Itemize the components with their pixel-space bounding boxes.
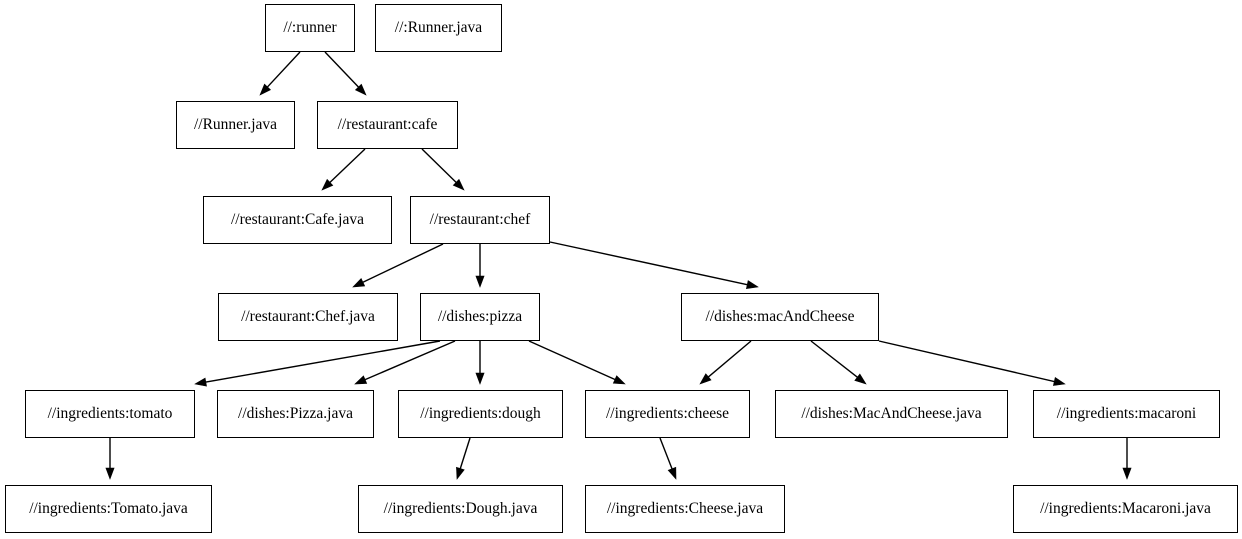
graph-arrowhead-macandcheese-to-macaroni bbox=[1052, 377, 1066, 386]
graph-node-chef_java[interactable]: //restaurant:Chef.java bbox=[218, 293, 398, 341]
graph-edge-runner-to-runner_java bbox=[266, 51, 301, 88]
graph-node-macandcheese[interactable]: //dishes:macAndCheese bbox=[681, 293, 879, 341]
graph-edge-pizza-to-pizza_java bbox=[364, 340, 456, 381]
graph-node-macandcheese_java[interactable]: //dishes:MacAndCheese.java bbox=[775, 390, 1008, 438]
graph-node-macaroni_java[interactable]: //ingredients:Macaroni.java bbox=[1013, 485, 1238, 533]
graph-edge-cafe-to-chef bbox=[421, 148, 457, 183]
graph-node-label: //Runner.java bbox=[193, 116, 278, 134]
graph-node-label: //restaurant:chef bbox=[429, 211, 531, 229]
graph-edge-cheese-to-cheese_java bbox=[659, 437, 673, 470]
graph-node-label: //dishes:Pizza.java bbox=[238, 405, 353, 423]
graph-arrowhead-pizza-to-dough bbox=[475, 372, 485, 385]
graph-node-label: //restaurant:Cafe.java bbox=[231, 211, 364, 229]
graph-node-label: //dishes:MacAndCheese.java bbox=[801, 405, 982, 423]
graph-node-cheese_java[interactable]: //ingredients:Cheese.java bbox=[585, 485, 785, 533]
graph-node-macaroni[interactable]: //ingredients:macaroni bbox=[1033, 390, 1220, 438]
graph-arrowhead-runner-to-cafe bbox=[354, 83, 367, 96]
graph-node-label: //ingredients:Cheese.java bbox=[606, 500, 764, 518]
graph-arrowhead-macandcheese-to-cheese bbox=[699, 373, 712, 385]
graph-node-label: //ingredients:dough bbox=[420, 405, 541, 423]
graph-node-label: //ingredients:Macaroni.java bbox=[1040, 500, 1211, 518]
graph-edge-chef-to-chef_java bbox=[362, 243, 444, 283]
graph-arrowhead-runner-to-runner_java bbox=[259, 83, 272, 96]
graph-node-runner[interactable]: //:runner bbox=[265, 4, 355, 52]
graph-node-dough_java[interactable]: //ingredients:Dough.java bbox=[358, 485, 563, 533]
graph-arrowhead-dough-to-dough_java bbox=[456, 466, 465, 480]
graph-arrowhead-pizza-to-tomato bbox=[194, 377, 207, 387]
graph-edge-runner-to-cafe bbox=[324, 51, 359, 88]
graph-edge-dough-to-dough_java bbox=[459, 437, 471, 469]
graph-node-label: //restaurant:cafe bbox=[337, 116, 438, 134]
graph-node-dough[interactable]: //ingredients:dough bbox=[398, 390, 563, 438]
graph-arrowhead-pizza-to-cheese bbox=[612, 375, 626, 385]
graph-node-chef[interactable]: //restaurant:chef bbox=[410, 196, 550, 244]
graph-node-label: //:runner bbox=[283, 19, 337, 37]
graph-edge-macandcheese-to-macaroni bbox=[878, 340, 1055, 383]
graph-arrowhead-tomato-to-tomato_java bbox=[105, 467, 115, 480]
graph-arrowhead-pizza-to-pizza_java bbox=[354, 375, 368, 385]
graph-arrowhead-macaroni-to-macaroni_java bbox=[1122, 467, 1132, 480]
graph-node-cheese[interactable]: //ingredients:cheese bbox=[585, 390, 750, 438]
graph-node-pizza_java[interactable]: //dishes:Pizza.java bbox=[217, 390, 374, 438]
graph-node-label: //ingredients:Dough.java bbox=[383, 500, 538, 518]
graph-edge-macandcheese-to-macandcheese_java bbox=[810, 340, 858, 378]
graph-node-tomato[interactable]: //ingredients:tomato bbox=[25, 390, 195, 438]
graph-arrowhead-chef-to-chef_java bbox=[352, 278, 366, 288]
graph-node-tomato_java[interactable]: //ingredients:Tomato.java bbox=[5, 485, 212, 533]
graph-node-label: //dishes:macAndCheese bbox=[705, 308, 855, 326]
graph-arrowhead-cafe-to-cafe_java bbox=[321, 178, 334, 191]
graph-node-cafe[interactable]: //restaurant:cafe bbox=[317, 101, 458, 149]
graph-node-runner_java_root[interactable]: //:Runner.java bbox=[375, 4, 502, 52]
graph-node-label: //ingredients:cheese bbox=[605, 405, 730, 423]
graph-node-label: //dishes:pizza bbox=[437, 308, 523, 326]
graph-node-label: //restaurant:Chef.java bbox=[241, 308, 375, 326]
graph-arrowhead-chef-to-macandcheese bbox=[745, 280, 759, 290]
graph-node-cafe_java[interactable]: //restaurant:Cafe.java bbox=[203, 196, 392, 244]
graph-node-pizza[interactable]: //dishes:pizza bbox=[420, 293, 540, 341]
graph-edge-pizza-to-tomato bbox=[205, 340, 441, 383]
graph-arrowhead-macandcheese-to-macandcheese_java bbox=[854, 373, 867, 385]
graph-edge-cafe-to-cafe_java bbox=[329, 148, 366, 183]
graph-node-label: //ingredients:tomato bbox=[47, 405, 173, 423]
graph-edge-pizza-to-cheese bbox=[528, 340, 616, 381]
graph-arrowhead-cafe-to-chef bbox=[452, 178, 465, 191]
graph-edge-chef-to-macandcheese bbox=[549, 241, 748, 286]
graph-node-runner_java[interactable]: //Runner.java bbox=[176, 101, 295, 149]
graph-node-label: //:Runner.java bbox=[394, 19, 483, 37]
graph-node-label: //ingredients:Tomato.java bbox=[29, 500, 188, 518]
graph-edge-macandcheese-to-cheese bbox=[707, 340, 752, 378]
graph-node-label: //ingredients:macaroni bbox=[1056, 405, 1197, 423]
graph-arrowhead-cheese-to-cheese_java bbox=[667, 466, 677, 480]
graph-arrowhead-chef-to-pizza bbox=[475, 275, 485, 288]
